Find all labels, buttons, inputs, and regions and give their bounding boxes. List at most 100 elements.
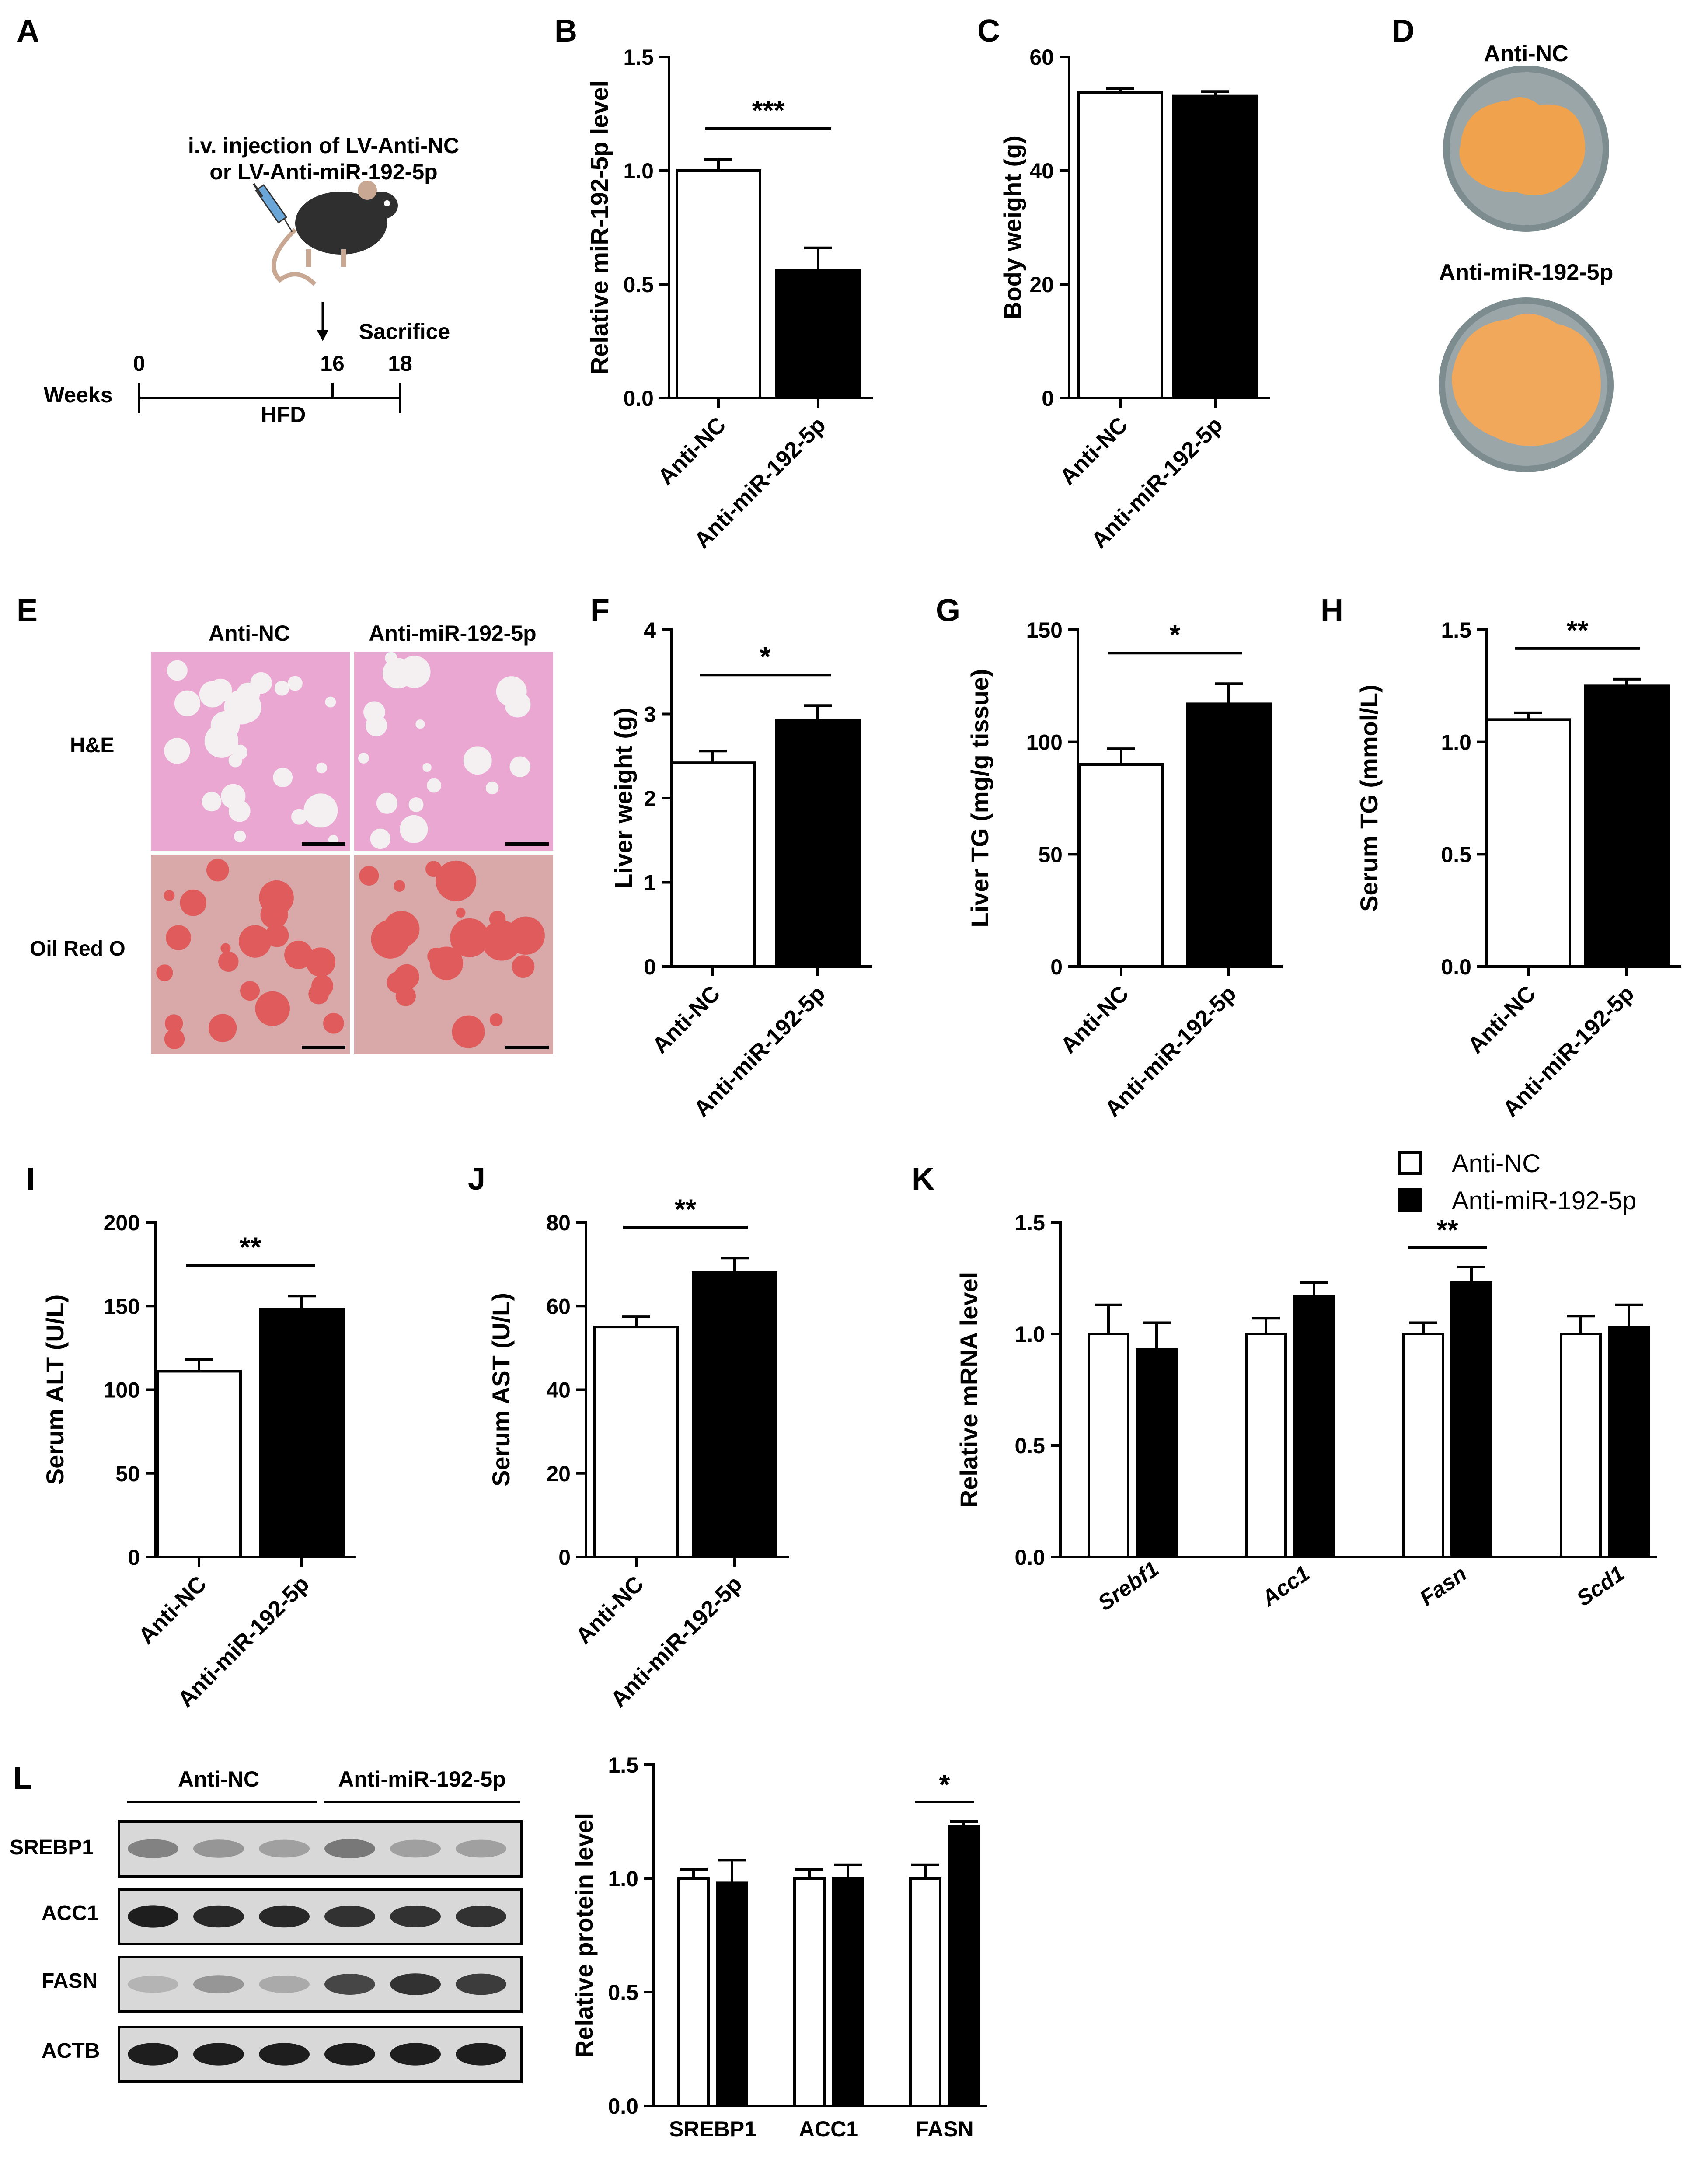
blot-band [128,1905,178,1928]
blot-row-fasn: FASN [42,1969,98,1993]
bar [716,1881,748,2107]
bar [1077,91,1163,399]
histology-row-he: H&E [70,734,114,757]
vacuole [382,658,413,689]
vacuole [291,809,307,825]
injection-line-1: i.v. injection of LV-Anti-NC [188,133,459,158]
x-tick-label: Acc1 [1257,1561,1314,1612]
y-tick-label: 40 [1029,159,1054,183]
x-tick-label: Anti-NC [571,1571,649,1649]
blot-band [324,2043,375,2066]
panel-a-schematic: i.v. injection of LV-Anti-NC or LV-Anti-… [44,133,459,427]
bar [775,269,861,399]
y-axis-label: Serum AST (U/L) [487,1293,515,1487]
y-tick-label: 100 [1026,730,1063,755]
y-tick-label: 1.0 [608,1867,638,1891]
legend: Anti-NC Anti-miR-192-5p [1398,1149,1636,1215]
vacuole [229,698,250,719]
legend-label-anti-nc: Anti-NC [1452,1149,1541,1178]
blot-band [456,1973,506,1995]
vacuole [408,797,424,812]
bar [793,1877,826,2107]
vacuole [463,746,492,775]
panel-label-c: C [977,14,1000,49]
y-tick-label: 4 [644,618,656,642]
y-tick-label: 0.0 [608,2094,638,2119]
blot-band [128,1976,178,1993]
histology-row-oil-red: Oil Red O [30,937,125,960]
vacuole [400,815,428,843]
blot-band [456,2043,506,2066]
blot-band [390,2043,441,2066]
blot-band [259,1839,310,1858]
y-axis-label: Serum ALT (U/L) [41,1295,69,1485]
blot-band [193,2043,244,2066]
panel-label-a: A [17,14,39,49]
blot-band [390,1973,441,1995]
bar [1584,684,1670,968]
syringe-icon [252,183,293,232]
vacuole [394,964,419,990]
panel-e-histology: Anti-NC Anti-miR-192-5p H&E Oil Red O [30,621,553,1054]
y-tick-label: 0.5 [623,272,654,297]
bar [775,719,861,968]
panel-label-b: B [554,14,577,49]
vacuole [303,793,338,828]
blot-band [456,1839,506,1858]
vacuole [422,763,432,772]
vacuole [220,943,231,953]
vacuole [429,946,464,980]
sacrifice-label: Sacrifice [359,319,450,344]
vacuole [376,792,398,814]
y-tick-label: 0.5 [608,1980,638,2005]
blot-group-anti-nc: Anti-NC [178,1767,259,1791]
blot-band [456,1906,506,1927]
bar [1186,702,1272,968]
he-image-anti-mir [354,652,553,851]
x-tick-label: Anti-NC [134,1571,212,1649]
vacuole [164,890,175,901]
y-tick-label: 150 [1026,618,1063,642]
y-axis-label: Liver weight (g) [610,708,637,889]
week-0: 0 [133,351,145,376]
x-tick-label: Anti-NC [1055,412,1133,490]
vacuole [228,754,242,768]
x-tick-label: SREBP1 [669,2117,756,2141]
vacuole [489,1013,503,1026]
x-tick-label: Anti-NC [1056,981,1134,1058]
vacuole [371,920,410,959]
x-tick-label: Scd1 [1572,1561,1629,1611]
vacuole [156,964,173,981]
vacuole [234,830,246,843]
bar [677,1877,710,2107]
panel-label-i: I [26,1162,35,1197]
y-tick-label: 1.5 [608,1753,638,1777]
vacuole [316,762,327,774]
significance-marker: * [1170,619,1181,650]
y-tick-label: 0 [644,955,656,979]
bar [1088,1333,1129,1558]
y-tick-label: 20 [1029,272,1054,297]
panel-l-western-blot: Anti-NC Anti-miR-192-5p SREBP1 ACC1 FASN… [10,1767,523,2083]
y-tick-label: 50 [1038,842,1063,867]
y-axis-label: Liver TG (mg/g tissue) [966,669,993,927]
vacuole [174,690,201,716]
bar [1560,1333,1602,1558]
panel-label-k: K [912,1162,934,1197]
significance-marker: ** [1436,1214,1458,1246]
y-axis-label: Relative miR-192-5p level [586,80,613,374]
significance-marker: ** [675,1193,697,1225]
y-tick-label: 1.5 [1014,1211,1045,1235]
vacuole [274,681,289,696]
vacuole [164,1029,185,1049]
vacuole [166,925,191,950]
vacuole [240,981,260,1001]
blot-strip [118,1888,523,1945]
diet-label: HFD [261,402,306,427]
panel-label-h: H [1321,593,1343,628]
blot-band [128,2043,178,2066]
